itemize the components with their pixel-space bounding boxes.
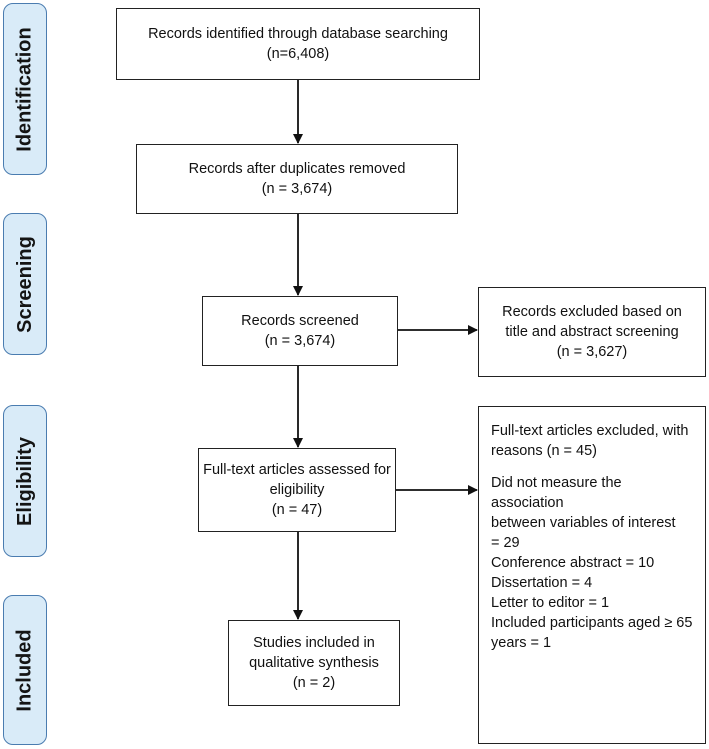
reason-line-5: Dissertation = 4	[491, 575, 593, 591]
fulltext-assessed-line-2: eligibility	[269, 482, 325, 498]
records-identified-count: (n=6,408)	[266, 46, 330, 62]
stage-eligibility: Eligibility	[3, 405, 47, 557]
box-records-excluded: Records excluded based on title and abst…	[478, 287, 706, 377]
reason-line-1: Did not measure the association	[491, 475, 622, 511]
records-screened-text: Records screened	[241, 313, 359, 329]
fulltext-assessed-count: (n = 47)	[271, 502, 323, 518]
fulltext-excluded-heading-1: Full-text articles excluded, with	[491, 423, 689, 439]
box-records-after-duplicates: Records after duplicates removed (n = 3,…	[136, 144, 458, 214]
stage-included: Included	[3, 595, 47, 745]
reason-line-6: Letter to editor = 1	[491, 595, 610, 611]
after-duplicates-count: (n = 3,674)	[261, 181, 333, 197]
excluded-count: (n = 3,627)	[556, 344, 628, 360]
reason-line-2: between variables of interest	[491, 515, 676, 531]
stage-screening: Screening	[3, 213, 47, 355]
excluded-line-2: title and abstract screening	[505, 324, 679, 340]
stage-identification: Identification	[3, 3, 47, 175]
box-fulltext-excluded: Full-text articles excluded, with reason…	[478, 406, 706, 744]
reason-line-7: Included participants aged ≥ 65	[491, 615, 693, 631]
fulltext-excluded-heading-2: reasons (n = 45)	[491, 443, 597, 459]
studies-included-count: (n = 2)	[292, 675, 336, 691]
reason-line-3: = 29	[491, 535, 520, 551]
records-screened-count: (n = 3,674)	[264, 333, 336, 349]
box-records-screened: Records screened (n = 3,674)	[202, 296, 398, 366]
box-studies-included: Studies included in qualitative synthesi…	[228, 620, 400, 706]
excluded-line-1: Records excluded based on	[502, 304, 682, 320]
box-fulltext-assessed: Full-text articles assessed for eligibil…	[198, 448, 396, 532]
reason-line-8: years = 1	[491, 635, 552, 651]
records-identified-text: Records identified through database sear…	[148, 26, 448, 42]
box-records-identified: Records identified through database sear…	[116, 8, 480, 80]
reason-line-4: Conference abstract = 10	[491, 555, 655, 571]
studies-included-line-2: qualitative synthesis	[249, 655, 379, 671]
after-duplicates-text: Records after duplicates removed	[188, 161, 406, 177]
studies-included-line-1: Studies included in	[253, 635, 375, 651]
fulltext-assessed-line-1: Full-text articles assessed for	[203, 462, 391, 478]
